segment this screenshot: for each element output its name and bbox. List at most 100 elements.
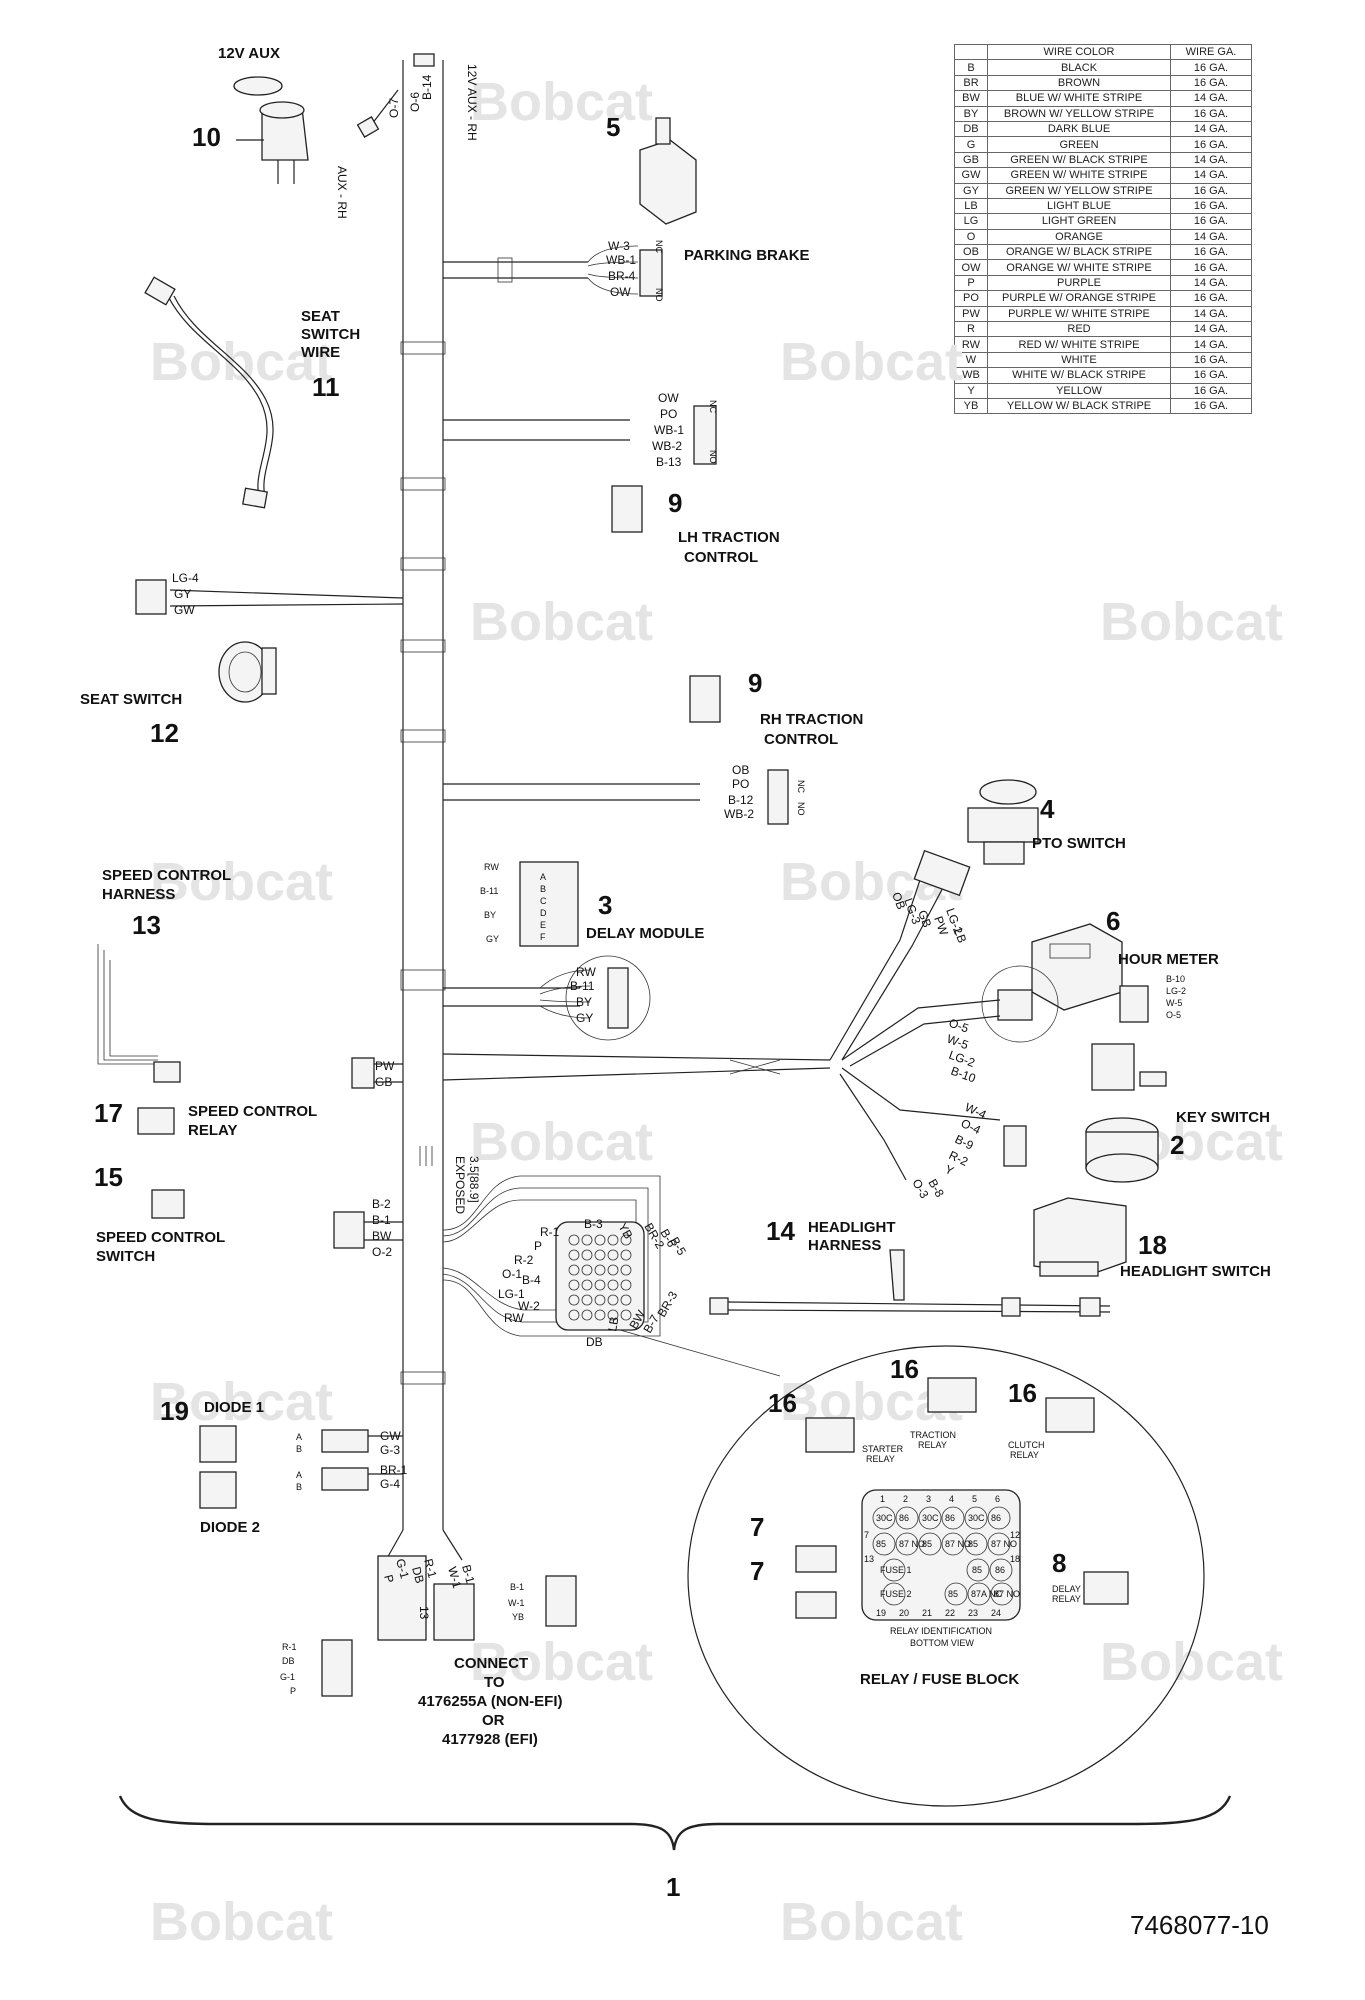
table-cell-color: PURPLE W/ ORANGE STRIPE	[987, 290, 1171, 307]
starter-relay-l2: RELAY	[866, 1454, 895, 1464]
wire-pw: PW	[375, 1059, 395, 1073]
relay-fuse2-label: FUSE 2	[880, 1589, 912, 1599]
wire-b14: B-14	[420, 74, 434, 100]
main-harness-trunk	[400, 60, 446, 1530]
relay-right-num: 18	[1010, 1554, 1020, 1564]
clutch-relay-l1: CLUTCH	[1008, 1440, 1045, 1450]
relay-cell	[895, 1506, 919, 1530]
table-cell-ga: 14 GA.	[1170, 305, 1252, 323]
seat-harness-connector	[135, 579, 167, 615]
watermark-text: Bobcat	[470, 72, 653, 132]
hour-meter-icon	[1031, 923, 1123, 1011]
connect-l2: TO	[484, 1674, 505, 1691]
diode2-icon	[199, 1471, 237, 1509]
diode1-a: A	[296, 1432, 302, 1442]
wire-b10: B-10	[949, 1064, 978, 1086]
speed-control-relay-group: 17 SPEED CONTROL RELAY	[94, 1098, 317, 1139]
delay-letter-c: C	[540, 896, 547, 906]
diode1-number: 19	[160, 1396, 189, 1426]
rh-traction-l2: CONTROL	[764, 731, 838, 748]
watermark-text: Bobcat	[150, 332, 333, 392]
table-cell-code: WB	[954, 367, 988, 384]
relay-block-body	[861, 1489, 1021, 1621]
relay-cell-label: 87 NO	[991, 1539, 1017, 1549]
relay-cell	[989, 1558, 1013, 1582]
connector-pin	[568, 1279, 580, 1291]
speed-control-switch-l1: SPEED CONTROL	[96, 1229, 225, 1246]
delay-module-label: DELAY MODULE	[586, 925, 704, 942]
connector-pin	[581, 1249, 593, 1261]
relay-cell	[987, 1532, 1011, 1556]
wire-ow: OW	[610, 285, 631, 299]
relay-block-title: RELAY / FUSE BLOCK	[860, 1671, 1019, 1688]
table-cell-color: LIGHT GREEN	[987, 213, 1171, 230]
relay-cell	[990, 1582, 1014, 1606]
speed-control-harness-group: SPEED CONTROL HARNESS 13	[97, 867, 231, 1083]
table-cell-color: WHITE W/ BLACK STRIPE	[987, 367, 1171, 384]
speed-control-harness-l1: SPEED CONTROL	[102, 867, 231, 884]
wire-lg4: LG-4	[172, 571, 199, 585]
wire-lh-po: PO	[660, 407, 677, 421]
speed-control-relay-l1: SPEED CONTROL	[188, 1103, 317, 1120]
rh-traction-switch-icon	[689, 675, 721, 723]
table-header-row: WIRE COLOR WIRE GA.	[954, 43, 1252, 61]
table-cell-ga: 16 GA.	[1170, 351, 1252, 369]
connector-pin	[594, 1249, 606, 1261]
connector-pin	[607, 1294, 619, 1306]
relay-cell-label: 86	[995, 1565, 1005, 1575]
connector-pin	[620, 1294, 632, 1306]
connector-pin	[620, 1249, 632, 1261]
relay-cell-label: 30C	[922, 1513, 939, 1523]
relay-top-num: 4	[949, 1494, 954, 1504]
headlight-connector-left	[709, 1297, 729, 1315]
wire-o3: O-3	[909, 1177, 931, 1202]
watermark-text: Bobcat	[150, 1372, 333, 1432]
bottom-connector-left	[377, 1555, 427, 1641]
table-cell-color: WHITE	[987, 351, 1171, 369]
connector-pin	[607, 1279, 619, 1291]
main-connector-group: R-1 P R-2 O-1 B-4 LG-1 W-2 RW B-3 YB BR-…	[442, 1175, 781, 1377]
table-cell-ga: 14 GA.	[1170, 228, 1252, 246]
relay-cell	[944, 1582, 968, 1606]
wire-lb-pto: LB	[951, 926, 969, 945]
relay-cell	[872, 1532, 896, 1556]
delay-letter-b: B	[540, 884, 546, 894]
relay-cell-label: 87 NO	[994, 1589, 1020, 1599]
bottom-harness-group: G-1 DB P R-1 W-1 B-1 13 B-1 W-1 YB R-1 D…	[280, 1529, 577, 1748]
starter-relay-l1: STARTER	[862, 1444, 904, 1454]
key-icon	[1139, 1071, 1167, 1087]
relay-top-num: 2	[903, 1494, 908, 1504]
wire-o2: O-2	[372, 1245, 392, 1259]
fuse7b-icon	[795, 1591, 837, 1619]
connector-pin	[607, 1234, 619, 1246]
wire-o7: O-7	[387, 98, 401, 118]
harness-g1: G-1	[393, 1557, 412, 1580]
clutch-relay-l2: RELAY	[1010, 1450, 1039, 1460]
bottom-connector-right	[433, 1583, 475, 1641]
table-cell-ga: 14 GA.	[1170, 151, 1252, 169]
connect-l1: CONNECT	[454, 1655, 528, 1672]
lh-traction-l1: LH TRACTION	[678, 529, 780, 546]
speed-control-switch-icon	[151, 1189, 185, 1219]
speed-control-harness-l2: HARNESS	[102, 886, 175, 903]
key-switch-number: 2	[1170, 1130, 1184, 1160]
delay-letter-d: D	[540, 908, 547, 918]
table-cell-color: GREEN	[987, 136, 1171, 153]
connector-pin	[568, 1249, 580, 1261]
relay-cell-label: 86	[899, 1513, 909, 1523]
relay-cell-label: 85	[948, 1589, 958, 1599]
delay-pin-by: BY	[484, 910, 496, 920]
connector-pin	[607, 1309, 619, 1321]
table-cell-code: PW	[954, 305, 988, 323]
assembly-number: 1	[666, 1872, 680, 1902]
watermark-text: Bobcat	[150, 852, 333, 912]
wire-y: Y	[943, 1162, 956, 1178]
